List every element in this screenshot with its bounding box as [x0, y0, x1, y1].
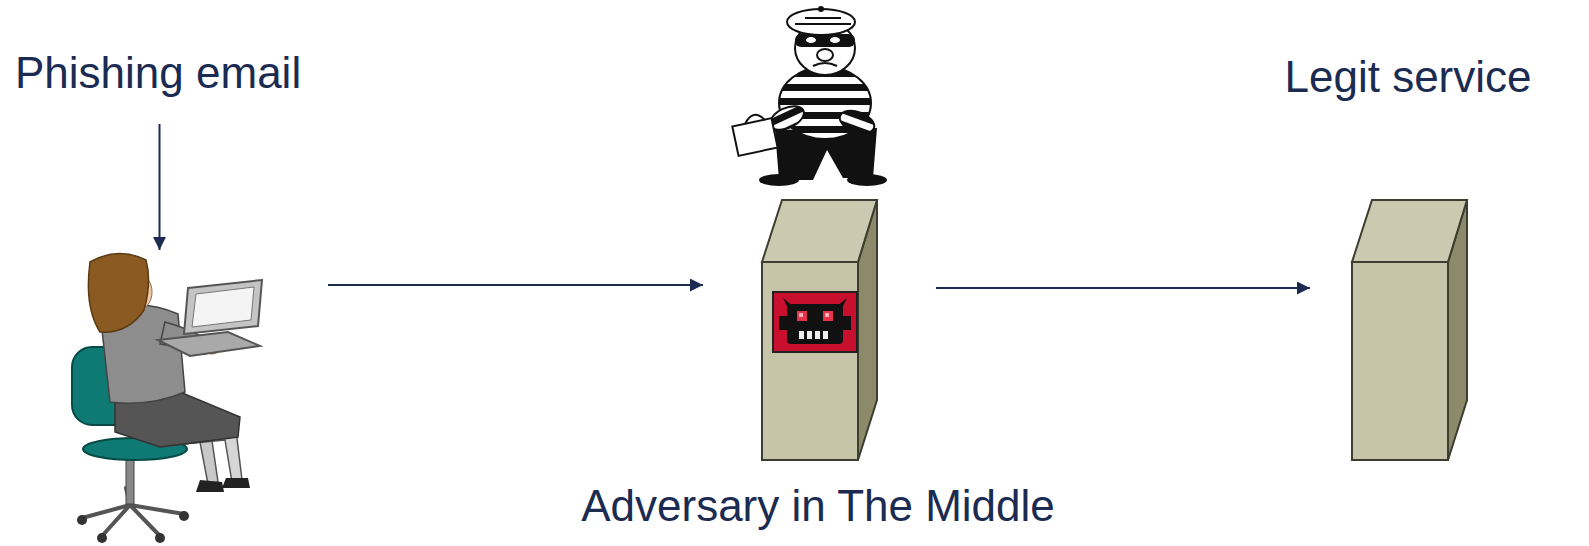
attacker-server — [762, 200, 877, 460]
server-node: Legit service — [1345, 198, 1471, 463]
legit-server — [1352, 200, 1467, 460]
node-label: Legit service — [1284, 52, 1531, 103]
server-node: Adversary in The Middle — [755, 198, 881, 463]
arrow-connector — [159, 124, 161, 250]
arrow-connector — [328, 284, 703, 286]
user-node — [60, 252, 270, 542]
arrow-connector — [936, 287, 1310, 289]
email-label: Phishing email — [15, 48, 304, 99]
node-label: Adversary in The Middle — [581, 481, 1055, 532]
node-label: Phishing email — [15, 48, 304, 99]
user-figure — [72, 253, 262, 543]
thief-figure — [732, 6, 887, 186]
